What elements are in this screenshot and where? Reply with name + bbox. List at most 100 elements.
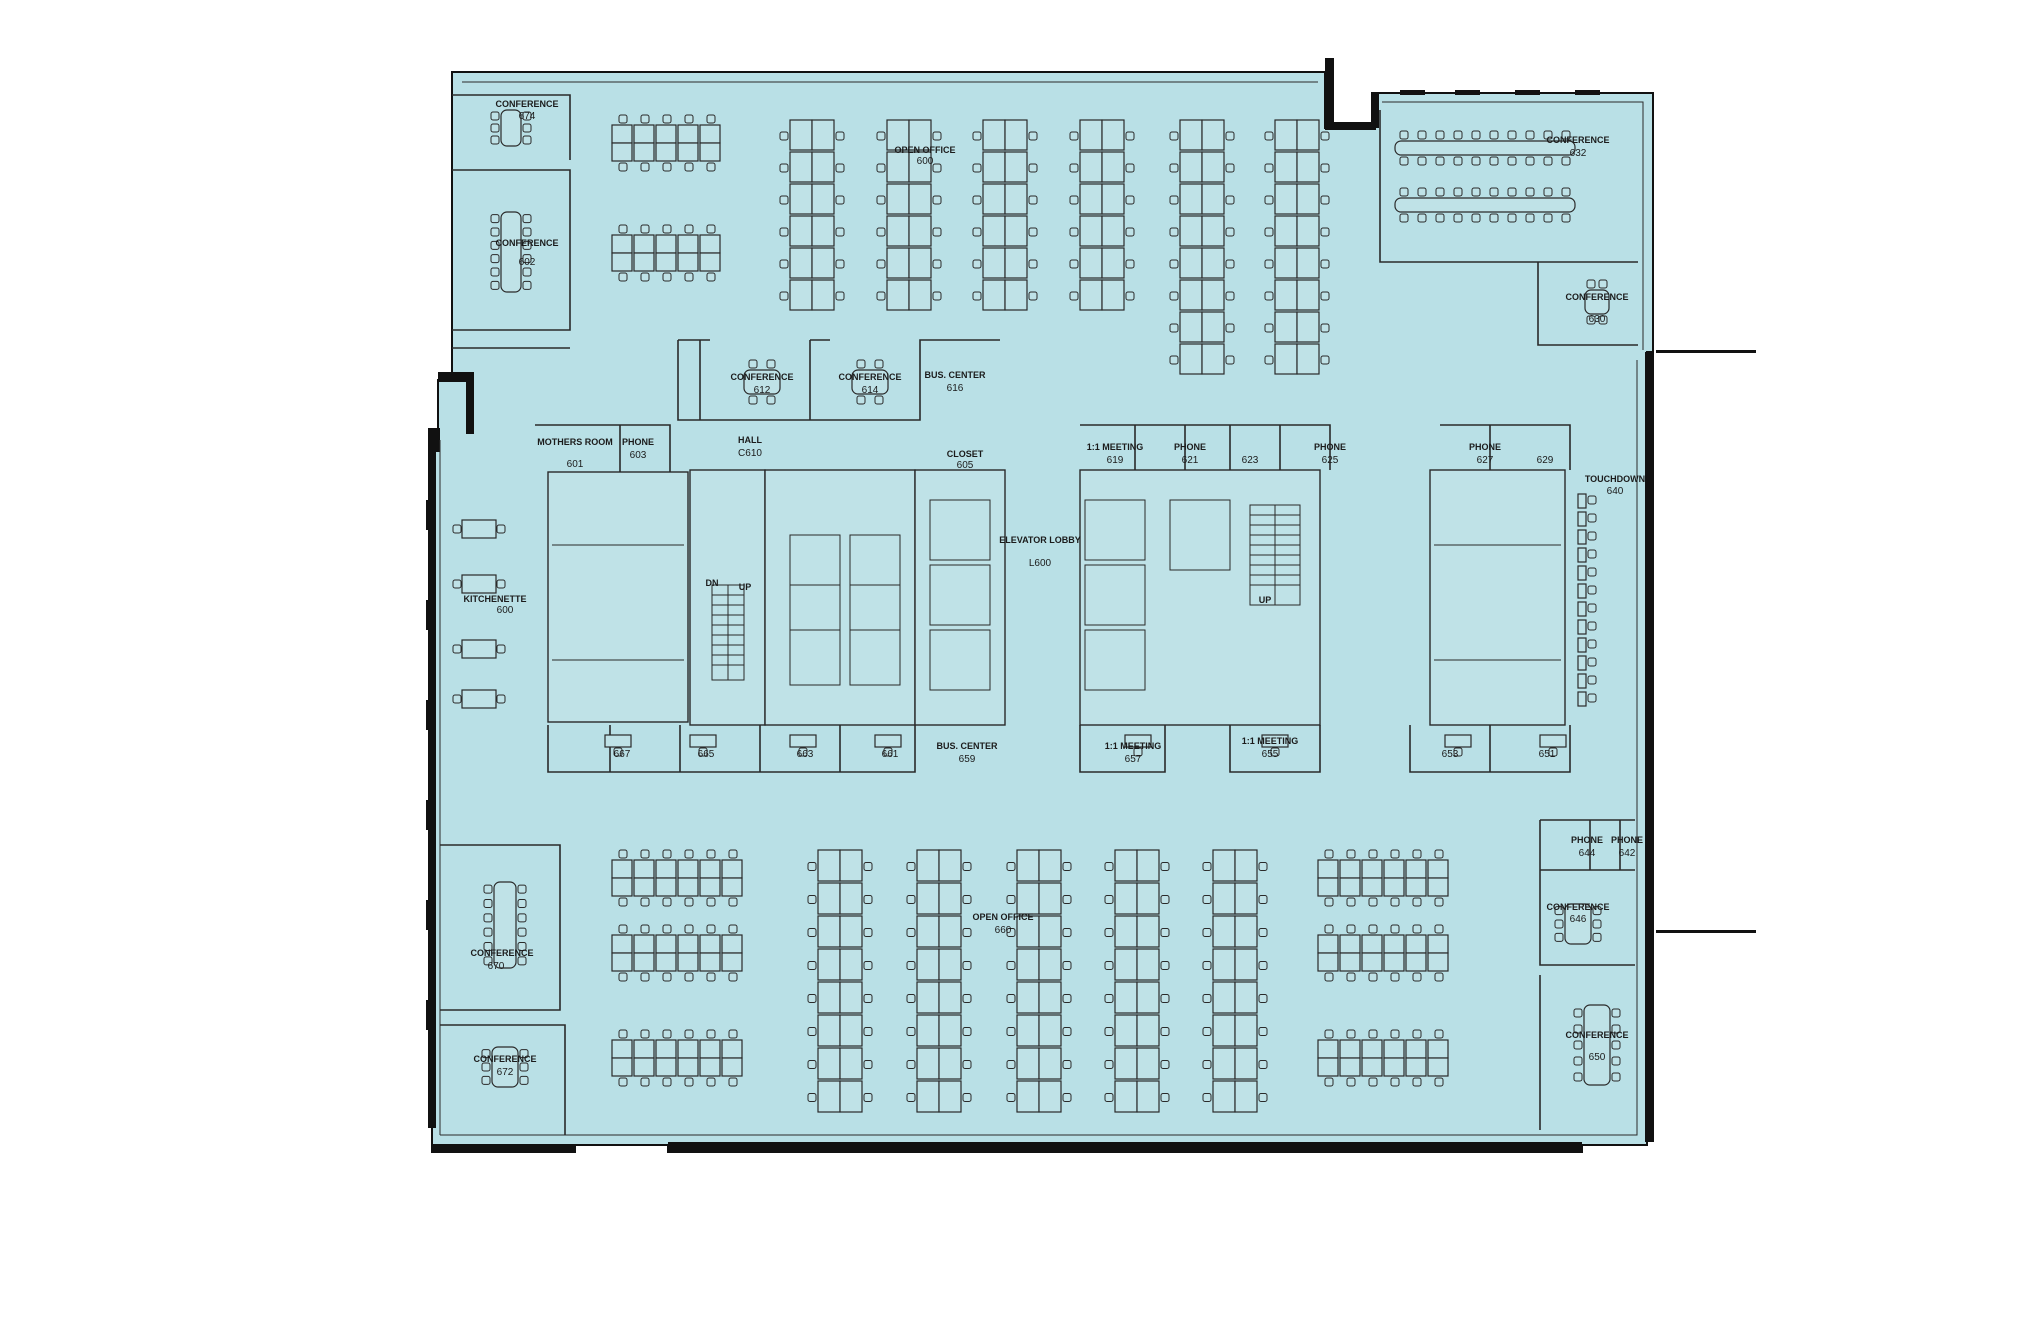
desk bbox=[677, 252, 699, 272]
desk bbox=[677, 934, 699, 954]
desk bbox=[1079, 151, 1103, 183]
desk bbox=[817, 981, 841, 1014]
chair bbox=[662, 162, 672, 172]
chair bbox=[748, 359, 758, 369]
desk bbox=[699, 124, 721, 144]
chair bbox=[932, 131, 942, 141]
chair bbox=[1069, 131, 1079, 141]
desk bbox=[916, 948, 940, 981]
chair bbox=[962, 895, 972, 904]
desk bbox=[1136, 1047, 1160, 1080]
chair bbox=[1125, 131, 1135, 141]
kitchen-table bbox=[461, 689, 497, 709]
chair bbox=[1525, 156, 1535, 166]
touchdown-counter bbox=[1577, 547, 1587, 563]
desk bbox=[1101, 279, 1125, 311]
desk bbox=[1136, 915, 1160, 948]
chair bbox=[1390, 849, 1400, 859]
south-core-rooms bbox=[547, 725, 1571, 773]
chair bbox=[517, 927, 527, 937]
chair bbox=[1561, 156, 1571, 166]
svg-text:CONFERENCE: CONFERENCE bbox=[1565, 292, 1628, 302]
desk bbox=[1114, 1014, 1138, 1047]
chair bbox=[1006, 1093, 1016, 1102]
chair bbox=[1225, 355, 1235, 365]
chair bbox=[1169, 131, 1179, 141]
desk bbox=[1234, 948, 1258, 981]
chair bbox=[1586, 279, 1596, 289]
svg-text:619: 619 bbox=[1107, 455, 1124, 466]
svg-text:655: 655 bbox=[1262, 749, 1279, 760]
chair bbox=[1160, 862, 1170, 871]
chair bbox=[1399, 213, 1409, 223]
chair bbox=[779, 131, 789, 141]
svg-text:600: 600 bbox=[917, 156, 934, 167]
chair bbox=[1104, 895, 1114, 904]
chair bbox=[706, 1029, 716, 1039]
chair bbox=[962, 862, 972, 871]
desk bbox=[1201, 311, 1225, 343]
chair bbox=[662, 272, 672, 282]
chair bbox=[684, 1029, 694, 1039]
svg-text:OPEN OFFICE: OPEN OFFICE bbox=[894, 145, 955, 155]
chair bbox=[1368, 1077, 1378, 1087]
chair bbox=[1006, 895, 1016, 904]
room-623: 623 bbox=[1242, 455, 1259, 466]
chair bbox=[1412, 1077, 1422, 1087]
svg-text:MOTHERS ROOM: MOTHERS ROOM bbox=[537, 437, 613, 447]
desk bbox=[1038, 1080, 1062, 1113]
svg-text:640: 640 bbox=[1607, 486, 1624, 497]
chair bbox=[728, 849, 738, 859]
chair bbox=[640, 1029, 650, 1039]
chair bbox=[863, 1060, 873, 1069]
chair bbox=[863, 1027, 873, 1036]
chair bbox=[1225, 131, 1235, 141]
chair bbox=[906, 994, 916, 1003]
desk bbox=[1136, 1080, 1160, 1113]
svg-text:KITCHENETTE: KITCHENETTE bbox=[464, 594, 527, 604]
chair bbox=[1169, 291, 1179, 301]
chair bbox=[876, 195, 886, 205]
chair bbox=[452, 524, 462, 534]
chair bbox=[876, 291, 886, 301]
desk bbox=[1101, 247, 1125, 279]
chair bbox=[1368, 849, 1378, 859]
svg-text:616: 616 bbox=[947, 383, 964, 394]
chair bbox=[1069, 227, 1079, 237]
desk bbox=[908, 279, 932, 311]
chair bbox=[1525, 130, 1535, 140]
chair bbox=[522, 214, 532, 224]
desk bbox=[1296, 343, 1320, 375]
desk bbox=[1383, 952, 1405, 972]
chair bbox=[452, 579, 462, 589]
chair bbox=[1471, 156, 1481, 166]
chair bbox=[1270, 747, 1280, 757]
desk bbox=[1427, 934, 1449, 954]
svg-text:602: 602 bbox=[519, 257, 536, 268]
desk bbox=[677, 952, 699, 972]
chair bbox=[706, 1077, 716, 1087]
desk bbox=[916, 1080, 940, 1113]
desk bbox=[817, 1080, 841, 1113]
chair bbox=[618, 224, 628, 234]
desk bbox=[677, 1057, 699, 1077]
desk bbox=[1114, 948, 1138, 981]
chair bbox=[1258, 895, 1268, 904]
svg-text:632: 632 bbox=[1570, 148, 1587, 159]
chair bbox=[728, 897, 738, 907]
desk bbox=[633, 1039, 655, 1059]
conference-table bbox=[500, 211, 522, 293]
chair bbox=[1586, 315, 1596, 325]
chair bbox=[1390, 972, 1400, 982]
touchdown-counter bbox=[1577, 529, 1587, 545]
chair bbox=[640, 849, 650, 859]
chair bbox=[1062, 961, 1072, 970]
desk bbox=[655, 877, 677, 897]
desk bbox=[1212, 981, 1236, 1014]
chair bbox=[1346, 972, 1356, 982]
chair bbox=[1390, 1077, 1400, 1087]
chair bbox=[1561, 187, 1571, 197]
chair bbox=[1160, 1093, 1170, 1102]
